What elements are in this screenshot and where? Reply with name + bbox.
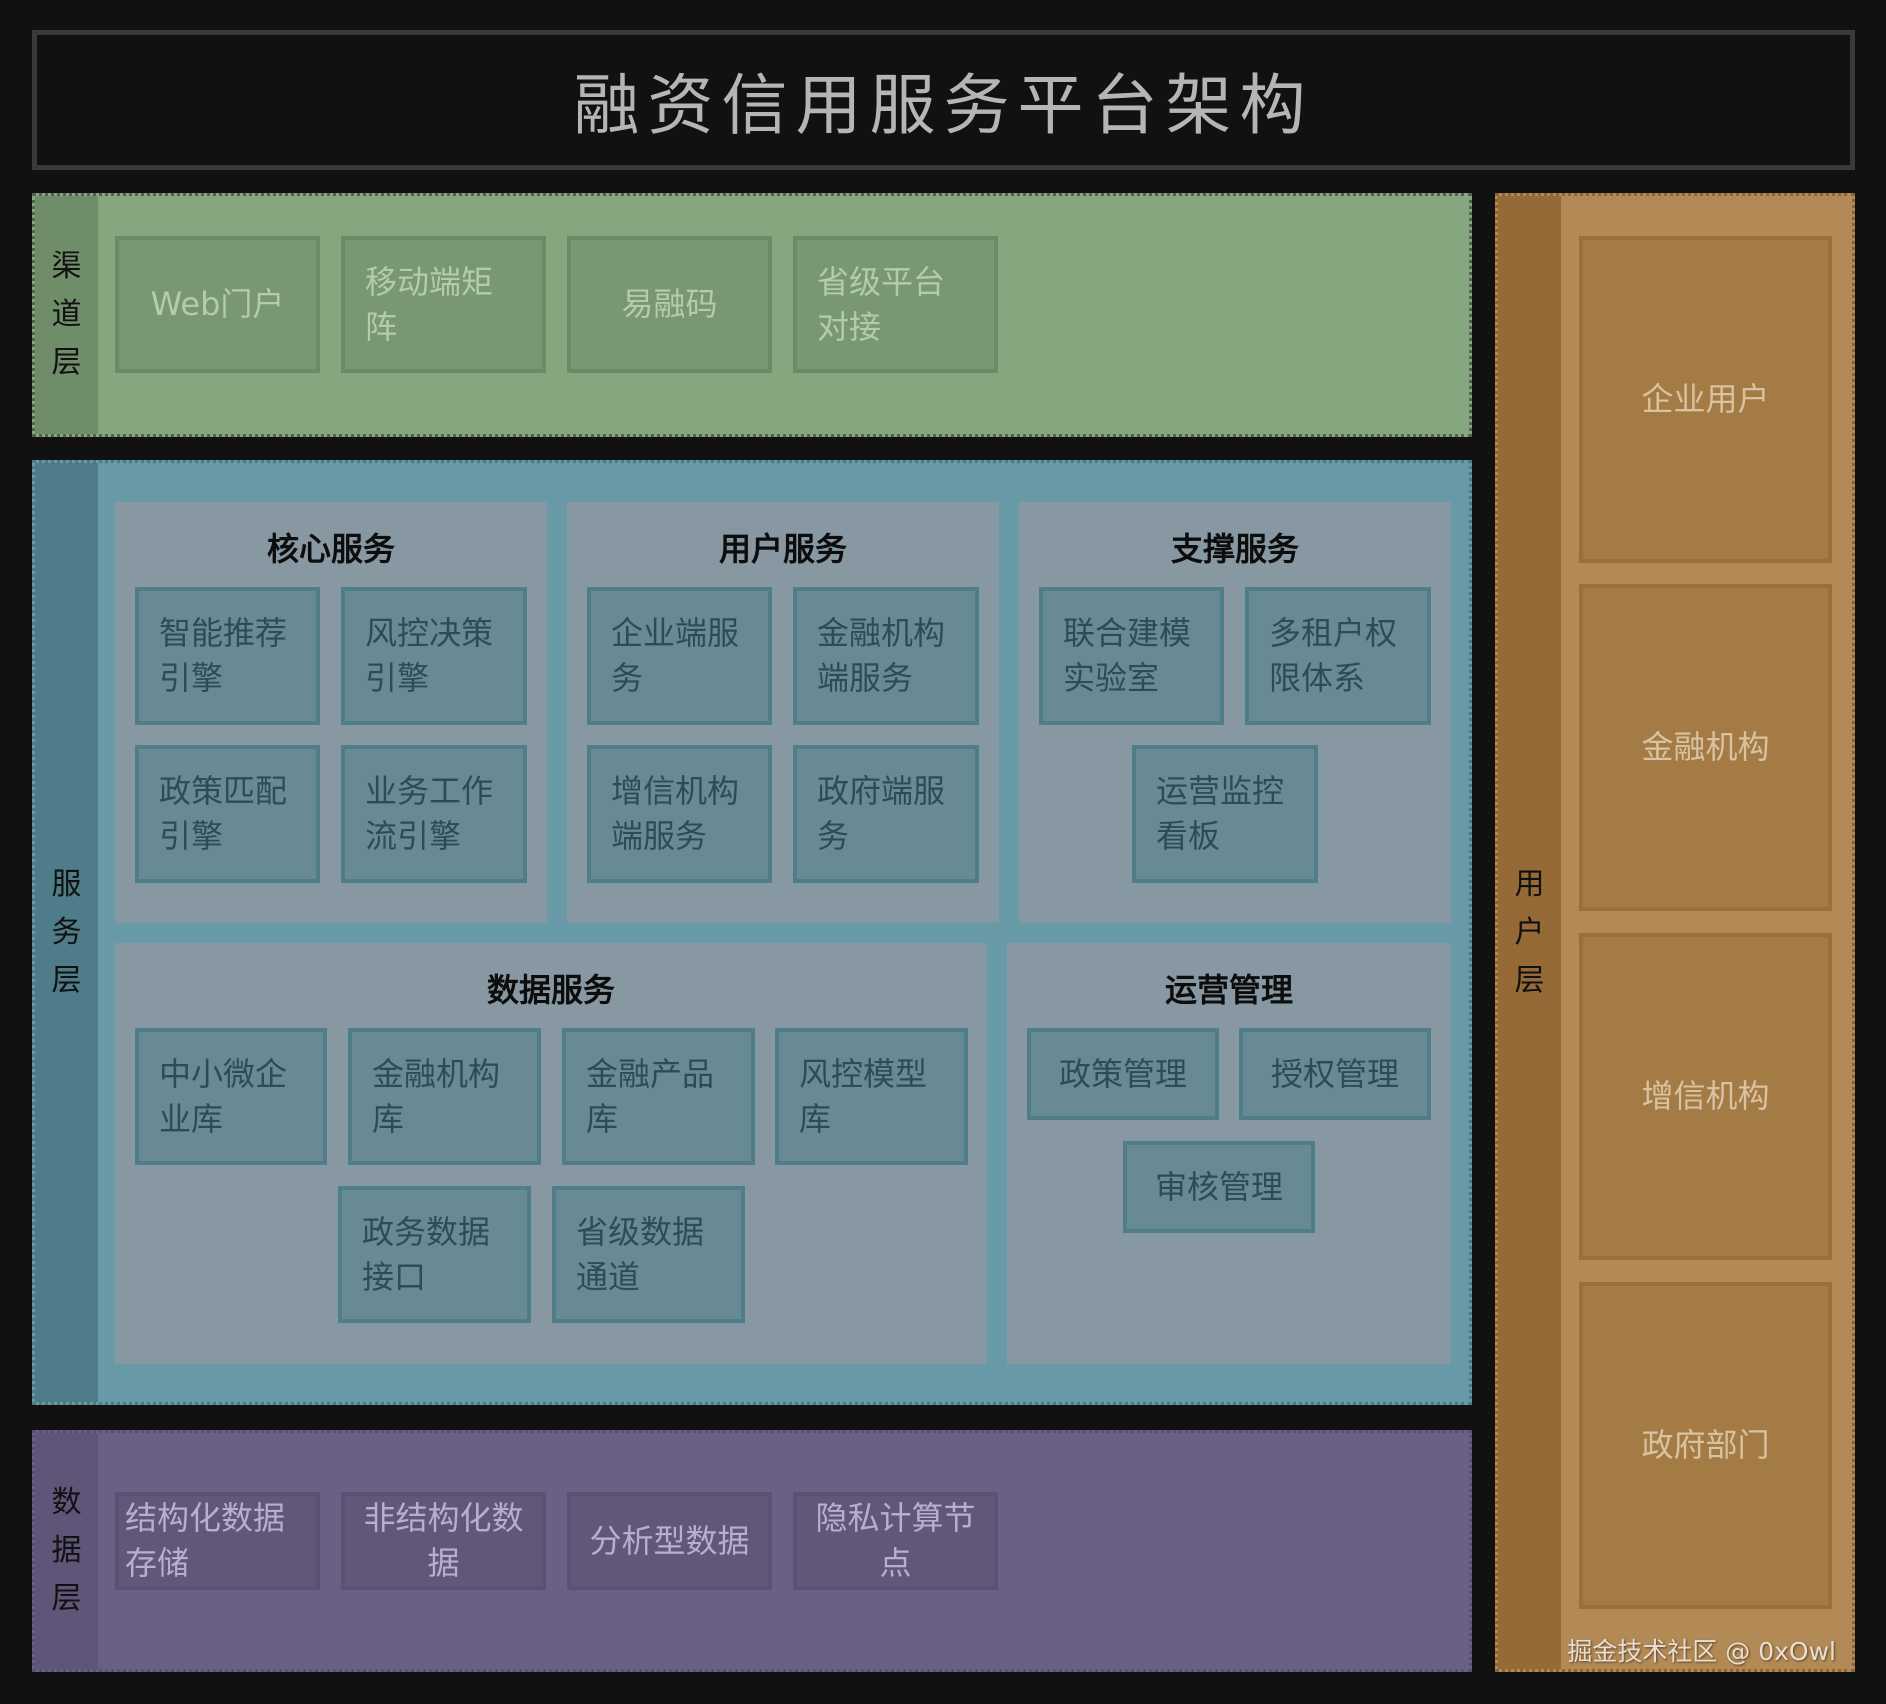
support-joint-modeling-lab[interactable]: 联合建模实验室	[1039, 587, 1224, 725]
channel-mobile-matrix[interactable]: 移动端矩阵	[341, 236, 546, 373]
data-layer-label: 数 据 层	[35, 1433, 98, 1669]
data-analytical[interactable]: 分析型数据	[567, 1492, 772, 1590]
label-char: 务	[51, 915, 82, 949]
label-char: 道	[51, 298, 82, 331]
ops-policy-management[interactable]: 政策管理	[1027, 1028, 1219, 1120]
channel-web-portal[interactable]: Web门户	[115, 236, 320, 373]
group-title: 核心服务	[266, 530, 395, 568]
user-layer-label: 用 户 层	[1498, 196, 1561, 1669]
channel-yirongma[interactable]: 易融码	[567, 236, 772, 373]
data-provincial-channel[interactable]: 省级数据通道	[552, 1186, 745, 1323]
channel-layer-label: 渠 道 层	[35, 196, 98, 434]
user-government[interactable]: 政府部门	[1579, 1282, 1832, 1609]
data-financial-product-db[interactable]: 金融产品库	[562, 1028, 755, 1165]
label-char: 层	[1514, 963, 1545, 997]
user-credit-enhance-service[interactable]: 增信机构端服务	[587, 745, 772, 883]
label-char: 户	[1514, 915, 1545, 949]
user-government-service[interactable]: 政府端服务	[793, 745, 979, 883]
data-unstructured[interactable]: 非结构化数据	[341, 1492, 546, 1590]
core-risk-decision[interactable]: 风控决策引擎	[341, 587, 527, 725]
core-smart-recommend[interactable]: 智能推荐引擎	[135, 587, 320, 725]
user-credit-enhancement[interactable]: 增信机构	[1579, 933, 1832, 1260]
user-financial-institution[interactable]: 金融机构	[1579, 584, 1832, 911]
data-gov-data-api[interactable]: 政务数据接口	[338, 1186, 531, 1323]
user-enterprise-service[interactable]: 企业端服务	[587, 587, 772, 725]
group-title: 用户服务	[718, 530, 847, 568]
ops-review-management[interactable]: 审核管理	[1123, 1141, 1315, 1233]
channel-provincial-platform[interactable]: 省级平台对接	[793, 236, 998, 373]
label-char: 层	[51, 963, 82, 997]
title-banner: 融资信用服务平台架构	[32, 30, 1855, 170]
group-title: 运营管理	[1164, 971, 1293, 1009]
user-enterprise[interactable]: 企业用户	[1579, 236, 1832, 563]
label-char: 服	[51, 867, 82, 901]
label-char: 数	[51, 1486, 82, 1519]
label-char: 层	[51, 1582, 82, 1615]
core-workflow-engine[interactable]: 业务工作流引擎	[341, 745, 527, 883]
label-char: 层	[51, 346, 82, 379]
support-ops-dashboard[interactable]: 运营监控看板	[1132, 745, 1318, 883]
user-financial-inst-service[interactable]: 金融机构端服务	[793, 587, 979, 725]
support-multi-tenant-permission[interactable]: 多租户权限体系	[1245, 587, 1431, 725]
data-structured-storage[interactable]: 结构化数据存储	[115, 1492, 320, 1590]
data-sme-db[interactable]: 中小微企业库	[135, 1028, 327, 1165]
core-policy-match[interactable]: 政策匹配引擎	[135, 745, 320, 883]
service-layer-label: 服 务 层	[35, 463, 98, 1402]
label-char: 渠	[51, 250, 82, 283]
page-title: 融资信用服务平台架构	[573, 70, 1314, 143]
ops-authorization-management[interactable]: 授权管理	[1239, 1028, 1431, 1120]
data-privacy-compute-node[interactable]: 隐私计算节点	[793, 1492, 998, 1590]
data-risk-model-db[interactable]: 风控模型库	[775, 1028, 968, 1165]
watermark: 掘金技术社区 @ 0xOwl	[1567, 1637, 1836, 1666]
data-financial-inst-db[interactable]: 金融机构库	[348, 1028, 541, 1165]
group-title: 数据服务	[486, 971, 615, 1009]
group-title: 支撑服务	[1170, 530, 1299, 568]
label-char: 据	[51, 1534, 82, 1567]
label-char: 用	[1514, 867, 1545, 901]
